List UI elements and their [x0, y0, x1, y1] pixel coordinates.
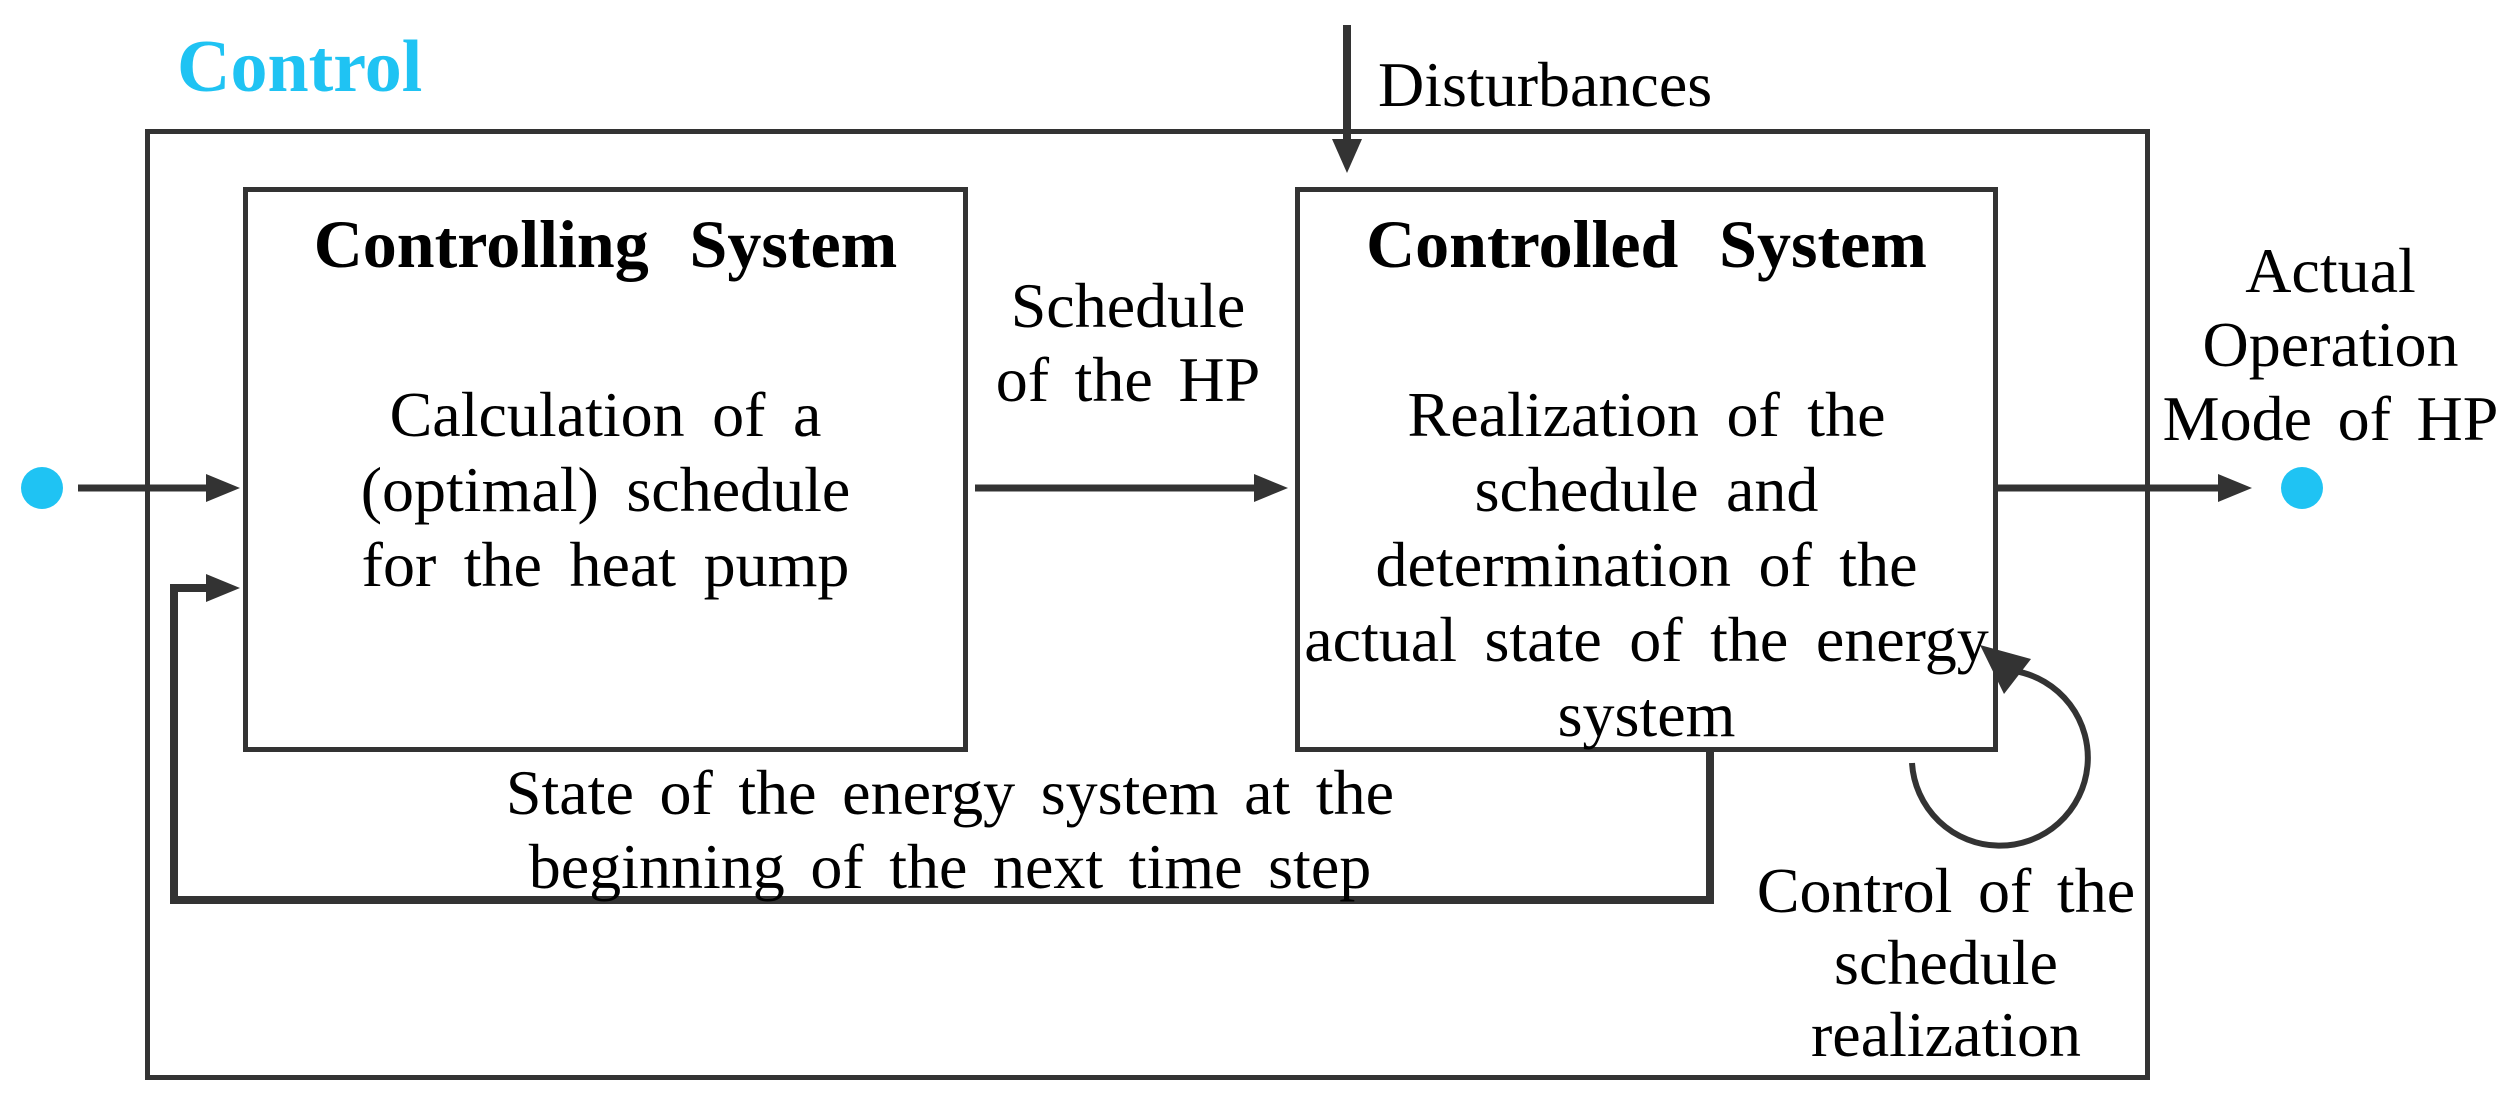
schedule-of-hp-label: Schedule of the HP — [995, 270, 1261, 415]
disturbances-arrow-icon — [1332, 25, 1362, 173]
controlling-system-description: Calculation of a (optimal) schedule for … — [360, 379, 851, 600]
control-boundary-box — [145, 129, 2150, 1080]
output-node-dot — [2281, 467, 2323, 509]
controlled-system-box: Controlled System Realization of the sch… — [1295, 187, 1998, 752]
self-loop-arrow-icon — [1909, 645, 2091, 849]
control-caption: Control — [177, 26, 423, 108]
feedback-arrow-icon — [170, 574, 1714, 904]
schedule-arrow-icon — [975, 474, 1288, 502]
actual-operation-mode-label: Actual Operation Mode of HP — [2162, 235, 2499, 454]
controlled-system-title: Controlled System — [1366, 206, 1927, 282]
input-node-dot — [21, 467, 63, 509]
disturbances-label: Disturbances — [1378, 49, 1713, 120]
controlling-system-title: Controlling System — [313, 206, 898, 282]
controlling-system-box: Controlling System Calculation of a (opt… — [243, 187, 968, 752]
feedback-state-label: State of the energy system at the beginn… — [505, 757, 1395, 902]
input-arrow-icon — [78, 474, 240, 502]
controlled-system-description: Realization of the schedule and determin… — [1304, 379, 1989, 750]
output-arrow-icon — [1998, 474, 2252, 502]
control-realization-label: Control of the schedule realization — [1756, 855, 2136, 1070]
